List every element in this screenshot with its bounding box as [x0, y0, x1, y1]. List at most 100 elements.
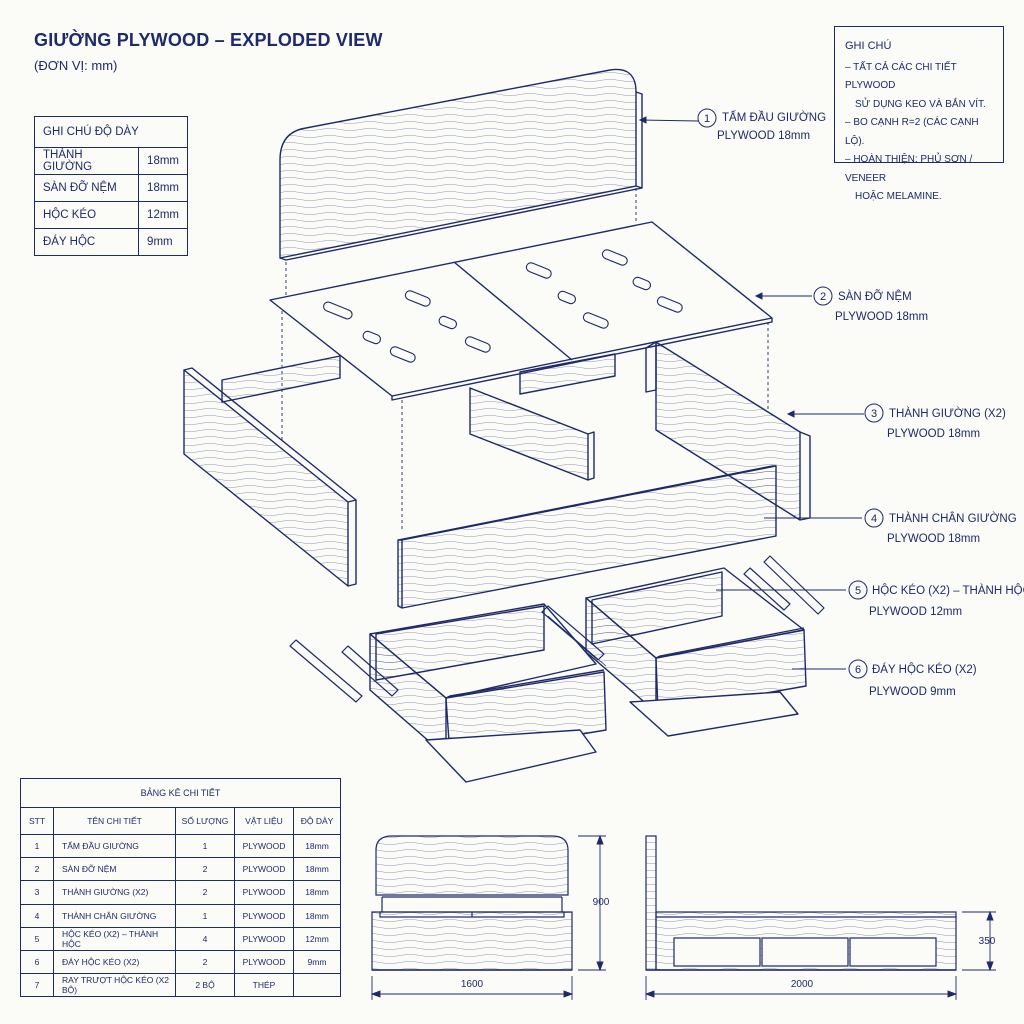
notes-box: GHI CHÚ – TẤT CẢ CÁC CHI TIẾT PLYWOOD SỬ…	[834, 26, 1004, 202]
column-header: SỐ LƯỢNG	[175, 807, 235, 835]
bom-table: BẢNG KÊ CHI TIẾT STT TÊN CHI TIẾT SỐ LƯỢ…	[20, 778, 341, 998]
cell: 4	[175, 926, 235, 951]
callout-5: 5 HỘC KÉO (X2) – THÀNH HỘC PLYWOOD 12mm	[848, 580, 1024, 618]
cell: 2 BỘ	[175, 973, 235, 998]
cell: PLYWOOD	[234, 903, 294, 928]
note-line: SỬ DỤNG KEO VÀ BẮN VÍT.	[855, 98, 986, 110]
column-header: ĐỘ DÀY	[293, 807, 341, 835]
callout-4: 4 THÀNH CHÂN GIƯỜNG PLYWOOD 18mm	[864, 508, 1017, 545]
cell: PLYWOOD	[234, 857, 294, 882]
callout-sublabel: PLYWOOD 12mm	[869, 606, 962, 618]
cell: HỘC KÉO (X2) – THÀNH HỘC	[53, 926, 176, 951]
cell: THÀNH CHÂN GIƯỜNG	[53, 903, 176, 928]
bom-title: BẢNG KÊ CHI TIẾT	[20, 778, 341, 808]
thickness-table-title: GHI CHÚ ĐỘ DÀY	[34, 116, 188, 148]
cell: 2	[175, 949, 235, 975]
foot-rail	[397, 465, 777, 609]
front-width-dimension: 1600	[461, 979, 484, 990]
callout-number: 4	[871, 513, 877, 525]
callout-number: 5	[855, 585, 861, 597]
callout-sublabel: PLYWOOD 18mm	[887, 428, 980, 440]
callout-number: 3	[871, 408, 877, 420]
cell: PLYWOOD	[234, 833, 294, 859]
callout-number: 2	[820, 291, 826, 303]
cell: 1	[175, 903, 235, 928]
callout-1: 1 TẤM ĐẦU GIƯỜNG PLYWOOD 18mm	[697, 108, 826, 142]
drawer-slides	[289, 555, 825, 703]
note-line: HOẶC MELAMINE.	[855, 191, 942, 202]
cell: RAY TRƯỢT HỘC KÉO (X2 BỘ)	[53, 973, 176, 998]
cell: PLYWOOD	[234, 926, 294, 951]
callout-leaders	[638, 116, 864, 670]
cell: 18mm	[293, 857, 341, 882]
callout-sublabel: PLYWOOD 9mm	[869, 686, 956, 698]
column-header: STT	[20, 807, 54, 835]
cell: 3	[20, 880, 54, 905]
cell: THÉP	[234, 973, 294, 998]
center-support	[469, 387, 589, 481]
page-title: GIƯỜNG PLYWOOD – EXPLODED VIEW	[34, 30, 383, 50]
column-header: VẬT LIỆU	[234, 807, 294, 835]
cell: 2	[20, 857, 54, 882]
right-drawer	[585, 567, 807, 737]
cell: TẤM ĐẦU GIƯỜNG	[53, 833, 176, 859]
cell: 18mm	[293, 903, 341, 928]
cell: THÀNH GIƯỜNG (X2)	[53, 880, 176, 905]
callout-sublabel: PLYWOOD 18mm	[887, 533, 980, 545]
bom-header-row: STT TÊN CHI TIẾT SỐ LƯỢNG VẬT LIỆU ĐỘ DÀ…	[20, 807, 341, 835]
thickness-cell: 12mm	[138, 201, 188, 229]
cell: PLYWOOD	[234, 880, 294, 905]
callout-number: 6	[855, 664, 861, 676]
thickness-cell: 18mm	[138, 174, 188, 202]
cell: 5	[20, 926, 54, 951]
cell	[293, 973, 341, 998]
side-length-dimension: 2000	[791, 979, 814, 990]
unit-note: (ĐƠN VỊ: mm)	[34, 58, 118, 73]
headboard-panel	[279, 68, 643, 261]
cell: SÀN ĐỠ NỆM	[53, 857, 176, 882]
column-header: TÊN CHI TIẾT	[53, 807, 176, 835]
side-view	[644, 835, 996, 1000]
cell: 1	[20, 833, 54, 859]
cell: 2	[175, 880, 235, 905]
cell: PLYWOOD	[234, 949, 294, 975]
callout-label: THÀNH CHÂN GIƯỜNG	[889, 512, 1017, 525]
note-line: – BO CẠNH R=2 (CÁC CẠNH LỘ).	[845, 117, 979, 147]
front-height-dimension: 900	[593, 897, 610, 908]
cell: 12mm	[293, 926, 341, 951]
callout-sublabel: PLYWOOD 18mm	[717, 130, 810, 142]
cell: 1	[175, 833, 235, 859]
front-view	[370, 834, 606, 1000]
cell: 4	[20, 903, 54, 928]
callout-6: 6 ĐÁY HỘC KÉO (X2) PLYWOOD 9mm	[848, 659, 977, 698]
callout-label: THÀNH GIƯỜNG (X2)	[889, 407, 1006, 420]
cell: 18mm	[293, 880, 341, 905]
callout-2: 2 SÀN ĐỠ NỆM PLYWOOD 18mm	[813, 286, 928, 323]
callout-label: SÀN ĐỠ NỆM	[838, 290, 912, 303]
thickness-cell: 18mm	[138, 147, 188, 175]
part-cell: HỘC KÉO	[33, 201, 140, 229]
callout-label: TẤM ĐẦU GIƯỜNG	[722, 111, 826, 124]
back-rail	[221, 355, 341, 403]
notes-title: GHI CHÚ	[845, 40, 892, 52]
cell: 9mm	[293, 949, 341, 975]
callout-label: ĐÁY HỘC KÉO (X2)	[872, 663, 977, 676]
left-side-rail	[183, 367, 357, 587]
callout-sublabel: PLYWOOD 18mm	[835, 311, 928, 323]
side-height-dimension: 350	[979, 936, 996, 947]
cell: ĐÁY HỘC KÉO (X2)	[53, 949, 176, 975]
left-drawer	[369, 603, 607, 783]
thickness-cell: 9mm	[138, 228, 188, 256]
